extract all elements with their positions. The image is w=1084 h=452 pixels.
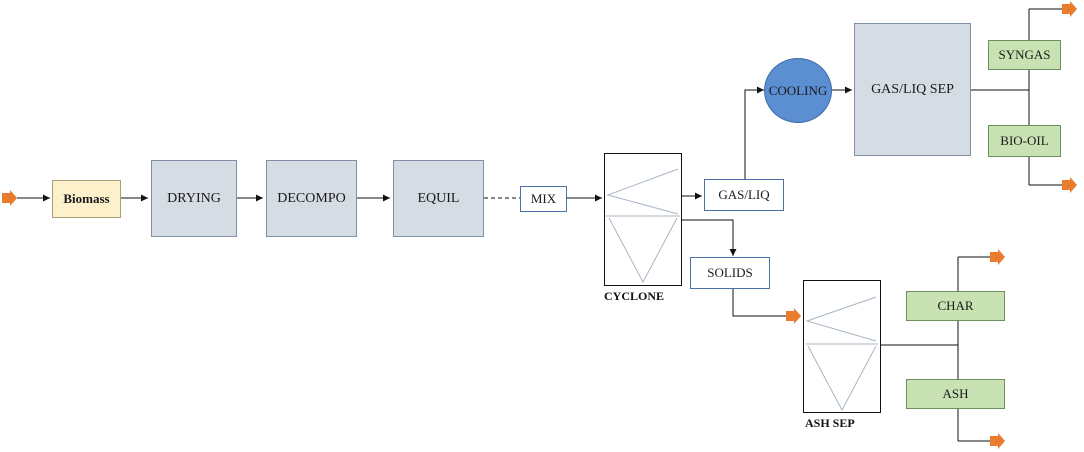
char-block[interactable]: CHAR [906,291,1005,321]
decompo-label: DECOMPO [277,190,346,206]
char-outlet-arrow [990,249,1005,265]
cyclone-vessel[interactable] [604,153,682,286]
syngas-label: SYNGAS [998,47,1051,62]
ashsep-inlet-arrow [786,308,801,324]
ash-outlet-arrow [990,433,1005,449]
ash-sep-label: ASH SEP [805,416,855,430]
biomass-block[interactable]: Biomass [52,180,121,218]
cyclone-label: CYCLONE [604,289,665,303]
solids-block[interactable]: SOLIDS [690,257,770,289]
cooling-label: COOLING [768,82,828,98]
biooil-outlet-arrow [1062,177,1077,193]
stream-cyclone-solids [681,219,737,256]
inlet-stream-arrow [2,190,17,206]
equil-block[interactable]: EQUIL [393,160,484,237]
solids-label: SOLIDS [707,265,753,280]
biomass-label: Biomass [63,191,110,206]
mix-block[interactable]: MIX [520,186,567,212]
drying-label: DRYING [167,190,221,206]
ash-block[interactable]: ASH [906,379,1005,409]
cyclone-vessel-internals [606,168,680,284]
stream-gasliq-cooling [744,86,764,179]
drying-block[interactable]: DRYING [151,160,237,237]
ash-sep-vessel-internals [805,296,878,412]
gas-liq-block[interactable]: GAS/LIQ [704,179,784,211]
equil-label: EQUIL [417,190,460,206]
ash-label: ASH [942,386,969,401]
char-label: CHAR [937,298,974,313]
mix-label: MIX [530,191,557,206]
syngas-outlet-arrow [1062,1,1077,17]
cooling-block[interactable]: COOLING [764,58,832,123]
gas-liq-sep-label: GAS/LIQ SEP [871,81,954,97]
stream-solids-ashsep [732,289,786,317]
gas-liq-sep-block[interactable]: GAS/LIQ SEP [854,23,971,156]
gas-liq-label: GAS/LIQ [718,187,770,202]
ash-sep-vessel[interactable] [803,280,881,413]
bio-oil-label: BIO-OIL [1000,133,1049,148]
syngas-block[interactable]: SYNGAS [988,40,1061,70]
bio-oil-block[interactable]: BIO-OIL [988,125,1061,157]
decompo-block[interactable]: DECOMPO [266,160,357,237]
